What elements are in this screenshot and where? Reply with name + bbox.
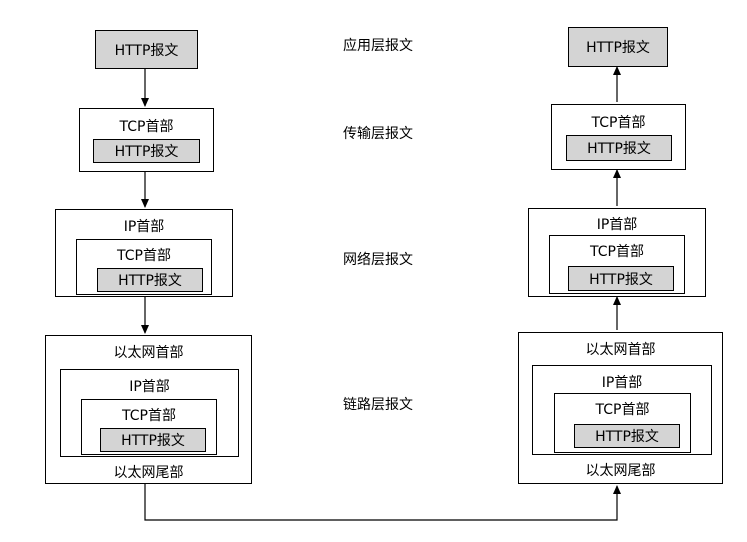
ip-header-label: IP首部: [596, 217, 638, 233]
http-label: HTTP报文: [114, 42, 179, 59]
tcp-header-label: TCP首部: [591, 115, 646, 131]
tcp-header-label: TCP首部: [590, 244, 644, 260]
left-transport-segment: TCP首部 HTTP报文: [79, 108, 214, 172]
tcp-segment: TCP首部 HTTP报文: [81, 399, 217, 455]
eth-trailer-label: 以太网尾部: [113, 465, 184, 481]
ip-packet: IP首部 TCP首部 HTTP报文: [532, 365, 712, 455]
right-transport-segment: TCP首部 HTTP报文: [551, 104, 686, 170]
http-label: HTTP报文: [595, 429, 659, 445]
left-link-frame: 以太网首部 IP首部 TCP首部 HTTP报文 以太网尾部: [45, 335, 252, 484]
tcp-header-label: TCP首部: [119, 119, 174, 135]
eth-header-label: 以太网首部: [113, 345, 184, 361]
http-label: HTTP报文: [587, 141, 651, 157]
http-payload: HTTP报文: [574, 424, 680, 448]
left-app-http-message: HTTP报文: [95, 30, 198, 69]
ip-header-label: IP首部: [129, 379, 170, 395]
http-label: HTTP报文: [121, 433, 185, 449]
ip-header-label: IP首部: [123, 219, 165, 235]
http-payload: HTTP报文: [568, 266, 674, 291]
http-label: HTTP报文: [114, 144, 179, 160]
http-payload: HTTP报文: [97, 268, 203, 292]
http-payload: HTTP报文: [566, 135, 672, 161]
ip-header-label: IP首部: [601, 375, 643, 391]
eth-header-label: 以太网首部: [585, 342, 656, 358]
transport-layer-label: 传输层报文: [343, 126, 413, 142]
physical-link-line: [144, 484, 621, 521]
application-layer-label: 应用层报文: [343, 38, 413, 54]
http-label: HTTP报文: [586, 40, 650, 56]
tcp-segment: TCP首部 HTTP报文: [554, 393, 691, 453]
right-link-frame: 以太网首部 IP首部 TCP首部 HTTP报文 以太网尾部: [518, 332, 723, 484]
right-network-packet: IP首部 TCP首部 HTTP报文: [528, 208, 706, 297]
tcp-segment: TCP首部 HTTP报文: [549, 235, 685, 294]
http-label: HTTP报文: [589, 271, 653, 288]
tcp-header-label: TCP首部: [122, 408, 176, 424]
http-label: HTTP报文: [118, 273, 182, 289]
left-network-packet: IP首部 TCP首部 HTTP报文: [55, 209, 233, 297]
ip-packet: IP首部 TCP首部 HTTP报文: [60, 369, 239, 457]
network-layer-label: 网络层报文: [343, 252, 413, 268]
tcp-segment: TCP首部 HTTP报文: [76, 239, 212, 295]
http-payload: HTTP报文: [100, 428, 206, 452]
tcp-header-label: TCP首部: [117, 248, 171, 264]
eth-trailer-label: 以太网尾部: [585, 463, 656, 479]
link-layer-label: 链路层报文: [343, 397, 413, 413]
tcp-header-label: TCP首部: [595, 402, 650, 418]
right-app-http-message: HTTP报文: [568, 27, 668, 67]
http-payload: HTTP报文: [93, 139, 200, 163]
